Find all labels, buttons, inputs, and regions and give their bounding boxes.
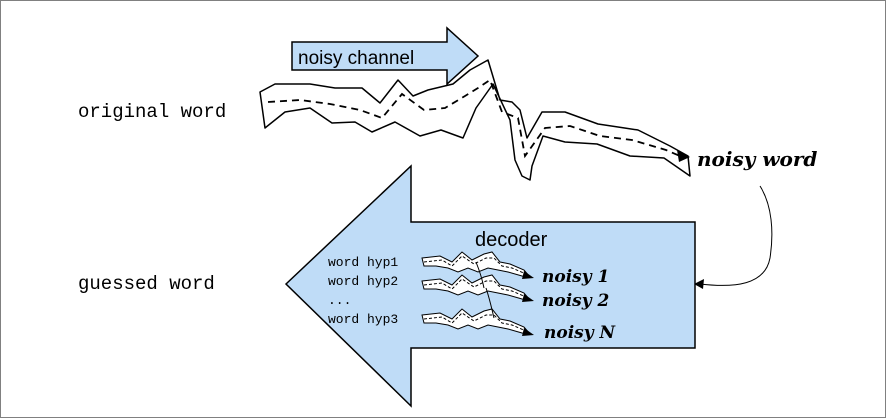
hypothesis-item: word hyp1 bbox=[328, 255, 398, 270]
hypothesis-item: word hyp3 bbox=[328, 312, 398, 327]
noisy-output-item: noisy 1 bbox=[542, 267, 609, 287]
noisy-output-list: noisy 1 noisy 2 noisy N bbox=[542, 267, 617, 343]
hyp-channel-arrowhead bbox=[522, 328, 534, 336]
channel-band bbox=[259, 59, 691, 181]
noisy-output-item: noisy 2 bbox=[542, 291, 610, 311]
original-word-label: original word bbox=[78, 101, 226, 123]
noisy-word-label: noisy word bbox=[697, 147, 817, 171]
hyp-channel-path bbox=[423, 312, 527, 332]
hyp-branch bbox=[475, 261, 495, 319]
noisy-word-to-decoder-connector bbox=[699, 185, 773, 286]
hypothesis-channels bbox=[421, 251, 534, 336]
noisy-channel-label: noisy channel bbox=[298, 48, 414, 69]
hypothesis-ellipsis: ... bbox=[328, 293, 351, 308]
noisy-channel-arrow bbox=[291, 26, 480, 86]
hypothesis-item: word hyp2 bbox=[328, 274, 398, 289]
channel-dashed-path bbox=[267, 78, 681, 159]
hyp-channel-path bbox=[423, 278, 527, 298]
decoder-label: decoder bbox=[475, 229, 548, 251]
guessed-word-label: guessed word bbox=[78, 273, 215, 295]
connector-arrowhead bbox=[694, 279, 704, 289]
noisy-output-item: noisy N bbox=[544, 323, 617, 343]
channel-arrowhead bbox=[677, 150, 690, 162]
hyp-channel-arrowhead bbox=[522, 271, 534, 279]
hypothesis-list: word hyp1 word hyp2 ... word hyp3 bbox=[328, 255, 398, 327]
hyp-channel-arrowhead bbox=[522, 294, 534, 302]
hyp-channel-path bbox=[423, 255, 527, 275]
